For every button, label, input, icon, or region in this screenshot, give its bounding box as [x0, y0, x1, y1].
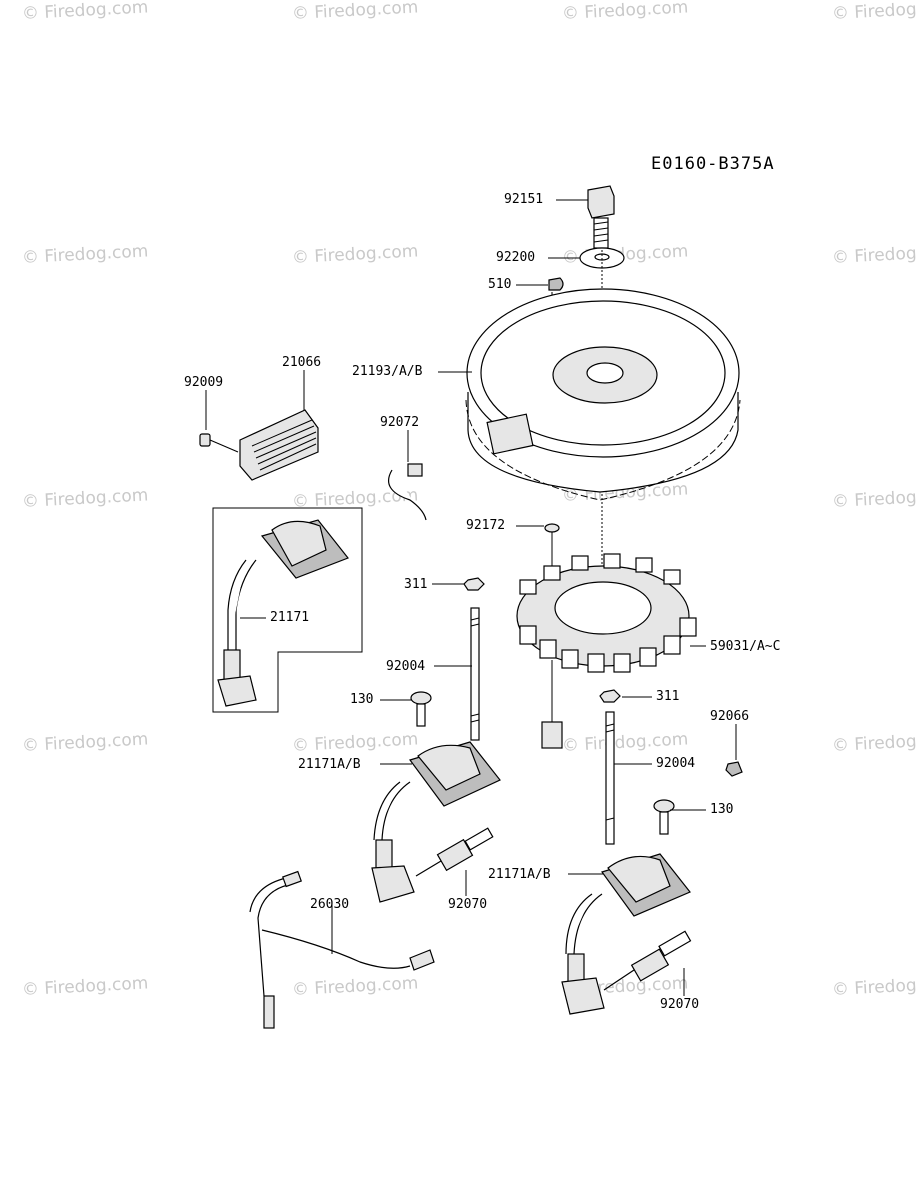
regulator [239, 409, 319, 481]
nut-right [599, 689, 621, 703]
ref-coil-left: 21171A/B [298, 757, 361, 772]
bolt-right [653, 799, 675, 835]
woodruff-key [548, 277, 564, 291]
ref-harness: 26030 [310, 897, 350, 912]
ref-coil-right: 21171A/B [488, 867, 551, 882]
ref-nut-small: 92066 [710, 709, 750, 724]
wiring-harness [249, 870, 435, 1029]
spark-plug-right [603, 930, 692, 991]
ref-nut-left: 311 [404, 577, 428, 592]
stud-right [605, 711, 615, 845]
leader-lines [205, 199, 737, 996]
nut-left [463, 577, 485, 591]
ref-spark-plug-right: 92070 [660, 997, 700, 1012]
inset-frame [212, 507, 363, 713]
nut-small [725, 761, 743, 777]
ref-bolt-right: 130 [710, 802, 734, 817]
ref-stud-left: 92004 [386, 659, 426, 674]
ref-bolt: 92151 [504, 192, 544, 207]
ref-key: 510 [488, 277, 512, 292]
ignition-coil-left [371, 741, 501, 903]
bolt-top [587, 185, 615, 249]
ignition-coil-right [561, 853, 691, 1015]
ref-clamp: 92072 [380, 415, 420, 430]
stator-screw [544, 523, 560, 566]
ignition-coil-inset [217, 519, 349, 707]
bolt-left [410, 691, 432, 727]
spark-plug-left [415, 827, 494, 877]
ref-regulator: 21066 [282, 355, 322, 370]
ref-stud-right: 92004 [656, 756, 696, 771]
ref-bolt-left: 130 [350, 692, 374, 707]
ref-stator-screw: 92172 [466, 518, 506, 533]
ref-spark-plug-left: 92070 [448, 897, 488, 912]
stud-left [470, 607, 480, 741]
ref-regulator-screw: 92009 [184, 375, 224, 390]
ref-nut-right: 311 [656, 689, 680, 704]
regulator-screw [199, 433, 239, 453]
clamp [388, 463, 427, 521]
diagram-code: E0160-B375A [651, 154, 775, 174]
flywheel [465, 288, 741, 501]
ref-washer: 92200 [496, 250, 536, 265]
ref-ignition-coil-inset: 21171 [270, 610, 310, 625]
stator [516, 553, 697, 749]
ref-flywheel: 21193/A/B [352, 364, 423, 379]
ref-stator: 59031/A~C [710, 639, 781, 654]
